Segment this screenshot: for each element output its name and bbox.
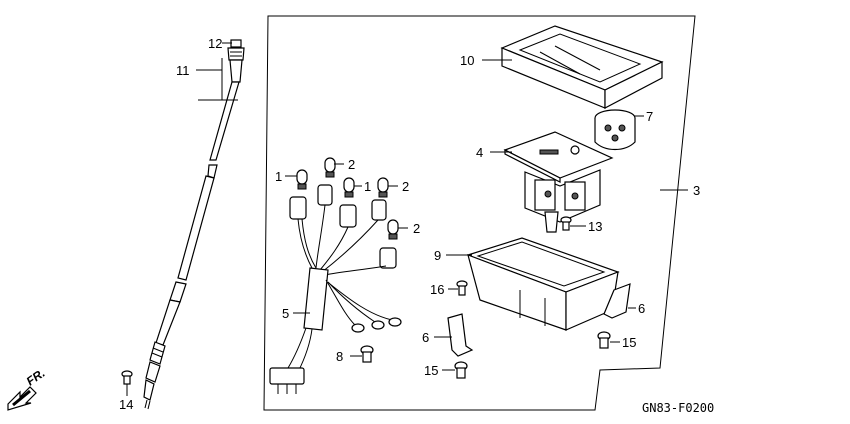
- part-4-meter-unit: [503, 131, 614, 233]
- callout-2-right: 2: [402, 179, 409, 194]
- callout-16: 16: [430, 282, 444, 297]
- callout-7: 7: [646, 109, 653, 124]
- callout-15-left: 15: [424, 363, 438, 378]
- part-7-housing: [594, 109, 636, 151]
- callout-2-upper: 2: [348, 157, 355, 172]
- callout-9: 9: [434, 248, 441, 263]
- callout-8: 8: [336, 349, 343, 364]
- part-8-screw: [360, 345, 374, 363]
- callout-4: 4: [476, 145, 483, 160]
- diagram-code: GN83-F0200: [642, 401, 714, 415]
- callout-1-left: 1: [275, 169, 282, 184]
- callout-1-middle: 1: [364, 179, 371, 194]
- callout-14: 14: [119, 397, 133, 412]
- callout-3: 3: [693, 183, 700, 198]
- callout-2-lower: 2: [413, 221, 420, 236]
- indicator-bulbs: [296, 157, 399, 240]
- part-13-screw: [560, 216, 572, 231]
- callout-13: 13: [588, 219, 602, 234]
- part-6-bracket-right: [603, 283, 631, 319]
- direction-label: FR.: [24, 366, 48, 389]
- leader-lines: [126, 42, 688, 396]
- part-15-screw-right: [597, 331, 611, 349]
- part-15-screw-left: [454, 361, 468, 379]
- front-direction-arrow: [7, 386, 37, 411]
- assembly-outline: [263, 15, 696, 411]
- part-6-bracket-left: [447, 313, 474, 357]
- callout-5: 5: [282, 306, 289, 321]
- callout-10: 10: [460, 53, 474, 68]
- meter-case: [466, 237, 620, 331]
- part-14-bolt: [121, 370, 133, 385]
- callout-6-right: 6: [638, 301, 645, 316]
- callout-15-right: 15: [622, 335, 636, 350]
- callout-11: 11: [176, 63, 190, 78]
- callout-6-left: 6: [422, 330, 429, 345]
- callout-labels: 12 11 14 1 2 1 2 2 5 8 10 7 4 3 13 9 16 …: [119, 36, 700, 412]
- speedometer-cable: [143, 39, 245, 410]
- callout-12: 12: [208, 36, 222, 51]
- wire-harness: [269, 184, 402, 394]
- meter-cover: [500, 25, 664, 109]
- part-16-screw: [456, 280, 468, 296]
